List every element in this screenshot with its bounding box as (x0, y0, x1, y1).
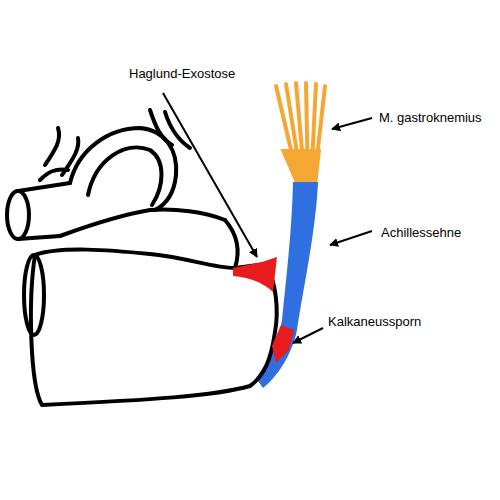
leader-arrow (330, 231, 372, 245)
leader-arrows (163, 93, 372, 343)
gastrocnemius-muscle (276, 83, 325, 185)
leader-arrow (163, 93, 257, 257)
part-label: Achillessehne (380, 225, 462, 241)
part-label: Kalkaneussporn (327, 314, 422, 330)
haglund-exostosis (233, 257, 277, 292)
bone-outline (7, 110, 277, 405)
calcaneal-spur (272, 325, 294, 363)
leader-arrow (332, 118, 372, 129)
part-label: M. gastroknemius (378, 110, 483, 126)
leader-arrow (293, 328, 323, 343)
part-label: Haglund-Exostose (128, 66, 236, 82)
